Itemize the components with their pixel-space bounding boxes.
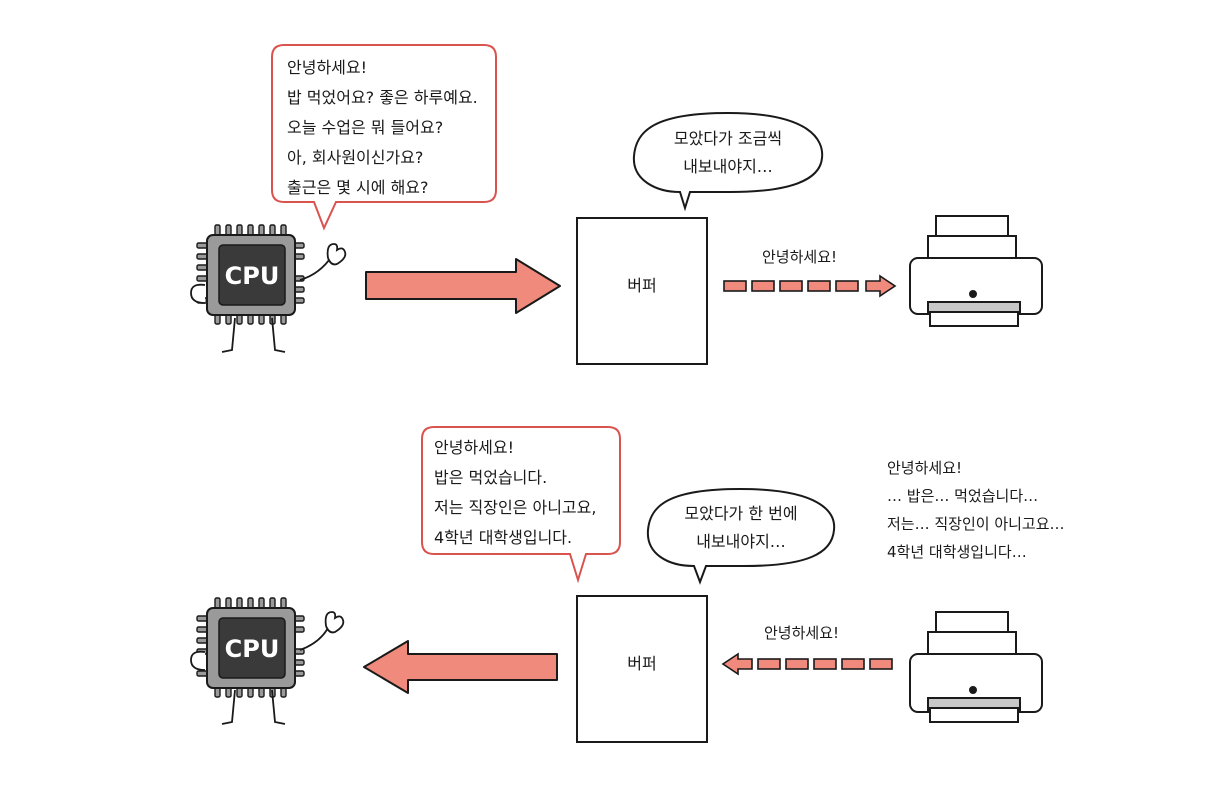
bottom-transfer-label: 안녕하세요! (764, 624, 840, 642)
top-buffer-box (576, 217, 708, 365)
printer-line: … 밥은… 먹었습니다… (887, 487, 1039, 505)
thought-line: 모았다가 조금씩 (673, 129, 783, 148)
thought-line: 내보내야지… (683, 157, 773, 176)
bottom-buffer-thought-bubble (646, 487, 836, 585)
bottom-cpu-character (190, 597, 345, 725)
top-buffer-label: 버퍼 (627, 276, 657, 295)
top-printer-icon (909, 215, 1043, 327)
top-buffer-thought-bubble (632, 111, 824, 212)
printer-line: 4학년 대학생입니다… (887, 543, 1027, 561)
thought-line: 내보내야지… (696, 532, 786, 551)
bottom-buffer-bubble-text: 안녕하세요! 밥은 먹었습니다. 저는 직장인은 아니고요, 4학년 대학생입니… (434, 433, 596, 553)
bubble-line: 밥은 먹었습니다. (434, 468, 548, 487)
printer-line: 안녕하세요! (887, 459, 963, 477)
thought-line: 모았다가 한 번에 (684, 504, 798, 523)
bubble-line: 밥 먹었어요? 좋은 하루예요. (287, 88, 478, 107)
bubble-line: 안녕하세요! (287, 58, 368, 77)
top-cpu-speech-bubble (271, 44, 497, 231)
top-buffer-to-printer-dashed-arrow (723, 274, 897, 298)
bottom-printer-to-buffer-dashed-arrow (721, 652, 893, 676)
bubble-line: 4학년 대학생입니다. (434, 528, 573, 547)
top-cpu-character (190, 224, 347, 353)
bottom-printer-icon (909, 611, 1043, 723)
top-buffer-thought-text: 모았다가 조금씩 내보내야지… (634, 125, 822, 181)
bubble-line: 오늘 수업은 뭐 들어요? (287, 118, 444, 137)
bottom-cpu-label: CPU (225, 635, 280, 663)
printer-line: 저는… 직장인이 아니고요… (887, 515, 1065, 533)
bottom-buffer-speech-bubble (421, 426, 621, 584)
top-transfer-label: 안녕하세요! (762, 248, 838, 266)
bottom-printer-text: 안녕하세요! … 밥은… 먹었습니다… 저는… 직장인이 아니고요… 4학년 대… (887, 454, 1065, 566)
top-cpu-to-buffer-arrow (365, 258, 561, 314)
bubble-line: 안녕하세요! (434, 438, 515, 457)
bottom-buffer-thought-text: 모았다가 한 번에 내보내야지… (648, 500, 834, 556)
bubble-line: 저는 직장인은 아니고요, (434, 498, 597, 517)
top-cpu-label: CPU (225, 262, 280, 290)
bottom-buffer-box (576, 595, 708, 743)
top-cpu-bubble-text: 안녕하세요! 밥 먹었어요? 좋은 하루예요. 오늘 수업은 뭐 들어요? 아,… (287, 53, 478, 203)
bottom-buffer-label: 버퍼 (627, 654, 657, 673)
bottom-buffer-to-cpu-arrow (363, 640, 558, 694)
bubble-line: 출근은 몇 시에 해요? (287, 178, 429, 197)
bubble-line: 아, 회사원이신가요? (287, 148, 424, 167)
